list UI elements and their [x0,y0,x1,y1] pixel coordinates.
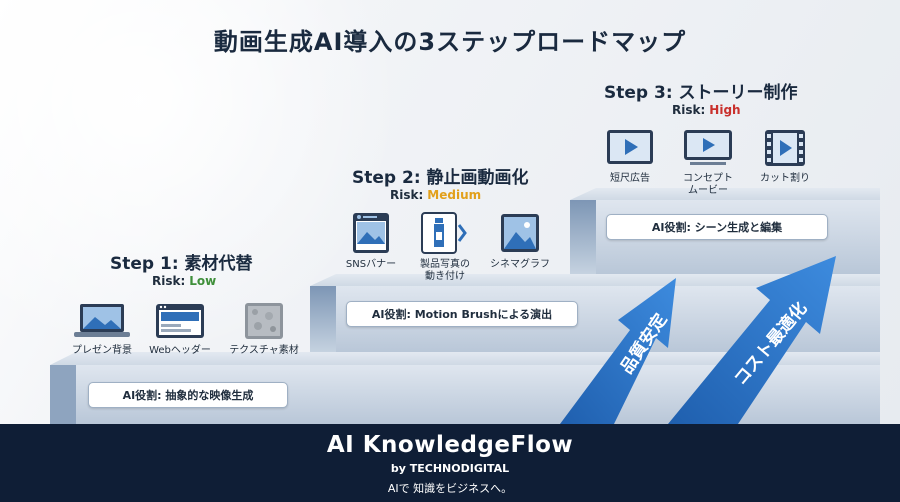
step-2-title: Step 2: 静止画動画化 [352,168,529,188]
step-3-title: Step 3: ストーリー制作 [604,83,798,103]
footer-brand: AI KnowledgeFlow [326,432,574,458]
film-strip-icon [765,130,805,166]
item-web-header: Webヘッダー [144,302,216,357]
arrow-cost [668,256,836,424]
risk-level-medium: Medium [427,188,482,202]
step-1-ai-role: AI役割: 抽象的な映像生成 [88,382,288,408]
browser-window-icon [156,304,204,338]
bottle-motion-icon [421,212,467,254]
monitor-play-icon [607,130,653,164]
footer-banner: AI KnowledgeFlow by TECHNODIGITAL AIで 知識… [0,424,900,502]
landscape-image-icon [501,214,539,252]
risk-level-low: Low [189,274,217,288]
step-3-risk: Risk:High [672,103,741,117]
item-cinemagraph: シネマグラフ [482,212,558,271]
footer-tagline: AIで 知識をビジネスへ。 [387,482,513,495]
step-2-risk: Risk:Medium [390,188,482,202]
risk-level-high: High [709,103,741,117]
footer-byline: by TECHNODIGITAL [390,462,510,475]
page-title: 動画生成AI導入の3ステップロードマップ [213,28,687,56]
item-short-ad: 短尺広告 [598,128,662,185]
step-3-ai-role: AI役割: シーン生成と編集 [606,214,828,240]
item-product-photo-motion: 製品写真の 動き付け [410,212,480,283]
step-1-title: Step 1: 素材代替 [110,254,253,274]
item-cut-split: カット割り [750,128,820,185]
item-presentation-background: プレゼン背景 [66,302,138,357]
screen-play-icon [684,130,732,165]
texture-icon [245,303,283,339]
roadmap-diagram: 動画生成AI導入の3ステップロードマップ [0,0,900,424]
social-post-icon [353,213,389,253]
item-concept-movie: コンセプト ムービー [674,128,742,197]
step-2-ai-role: AI役割: Motion Brushによる演出 [346,301,578,327]
arrow-quality [560,278,676,424]
step-1-risk: Risk:Low [152,274,217,288]
laptop-image-icon [74,304,130,337]
item-texture-material: テクスチャ素材 [226,302,302,357]
item-sns-banner: SNSバナー [336,212,406,271]
